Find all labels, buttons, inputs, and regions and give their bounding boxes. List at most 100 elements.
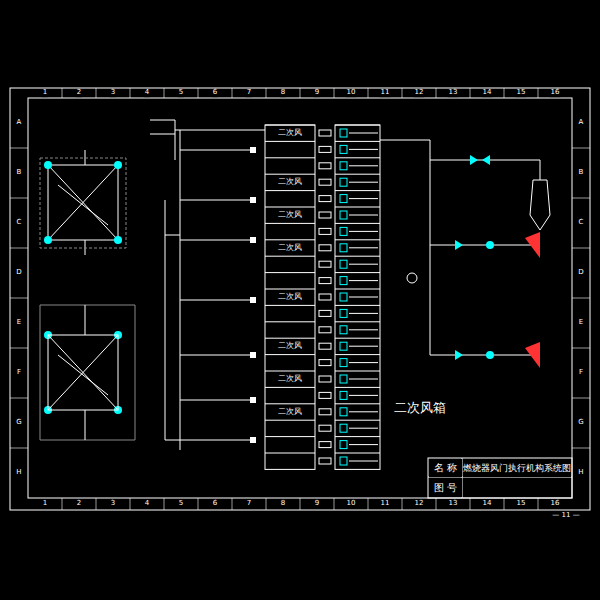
title-text: 燃烧器风门执行机构系统图 bbox=[463, 462, 571, 475]
code-cell bbox=[319, 360, 331, 366]
grid-ref: 7 bbox=[246, 89, 252, 97]
grid-ref: 12 bbox=[414, 89, 425, 97]
table-rule bbox=[335, 453, 380, 454]
grid-ref: 1 bbox=[42, 89, 48, 97]
grid-ref: 7 bbox=[246, 500, 252, 508]
grid-ref: F bbox=[578, 369, 584, 377]
signal-line bbox=[349, 395, 378, 396]
grid-ref: E bbox=[16, 319, 22, 327]
actuator-symbol bbox=[340, 260, 347, 268]
signal-line bbox=[349, 362, 378, 363]
signal-line bbox=[349, 379, 378, 380]
grid-ref: 14 bbox=[482, 89, 493, 97]
code-cell bbox=[319, 442, 331, 448]
actuator-symbol bbox=[340, 227, 347, 235]
table-rule bbox=[335, 207, 380, 208]
actuator-symbol bbox=[44, 161, 122, 414]
grid-ref: 6 bbox=[212, 500, 218, 508]
grid-tick bbox=[198, 498, 199, 510]
grid-ref: 13 bbox=[448, 89, 459, 97]
signal-line bbox=[349, 165, 378, 166]
signal-line bbox=[349, 198, 378, 199]
grid-ref: 8 bbox=[280, 500, 286, 508]
grid-ref: D bbox=[15, 269, 22, 277]
code-cell bbox=[319, 310, 331, 316]
signal-line bbox=[349, 247, 378, 248]
code-cell bbox=[319, 261, 331, 267]
grid-tick bbox=[572, 248, 590, 249]
damper-name: 二次风 bbox=[277, 244, 303, 253]
grid-ref: 10 bbox=[346, 89, 357, 97]
grid-ref: H bbox=[15, 469, 22, 477]
table-rule bbox=[265, 436, 315, 437]
grid-ref: 10 bbox=[346, 500, 357, 508]
table-rule bbox=[335, 239, 380, 240]
branch-pipe bbox=[180, 440, 250, 441]
grid-tick bbox=[266, 498, 267, 510]
actuator-symbol bbox=[340, 391, 347, 399]
signal-line bbox=[349, 411, 378, 412]
table-rule bbox=[265, 256, 315, 257]
grid-ref: 5 bbox=[178, 89, 184, 97]
grid-tick bbox=[572, 148, 590, 149]
damper-table bbox=[265, 125, 315, 469]
actuator-symbol bbox=[340, 162, 347, 170]
table-rule bbox=[335, 141, 380, 142]
grid-ref: 9 bbox=[314, 500, 320, 508]
grid-tick bbox=[334, 88, 335, 98]
table-rule bbox=[335, 321, 380, 322]
grid-tick bbox=[96, 498, 97, 510]
table-rule bbox=[265, 272, 315, 273]
table-rule bbox=[335, 338, 380, 339]
title-cell: 图 号 bbox=[429, 478, 462, 497]
code-cell bbox=[319, 245, 331, 251]
branch-pipe bbox=[180, 150, 250, 151]
table-rule bbox=[265, 338, 315, 339]
grid-ref: 2 bbox=[76, 500, 82, 508]
damper-linkage bbox=[40, 305, 135, 440]
grid-ref: H bbox=[577, 469, 584, 477]
grid-tick bbox=[10, 298, 28, 299]
grid-tick bbox=[402, 498, 403, 510]
grid-ref: 5 bbox=[178, 500, 184, 508]
grid-ref: 4 bbox=[144, 89, 150, 97]
signal-line bbox=[349, 428, 378, 429]
code-cell bbox=[319, 392, 331, 398]
signal-line bbox=[349, 264, 378, 265]
table-rule bbox=[335, 420, 380, 421]
grid-ref: E bbox=[578, 319, 584, 327]
title-cell: 燃烧器风门执行机构系统图 bbox=[463, 459, 571, 477]
grid-tick bbox=[504, 88, 505, 98]
actuator-symbol bbox=[340, 293, 347, 301]
code-cell bbox=[319, 327, 331, 333]
grid-tick bbox=[504, 498, 505, 510]
grid-tick bbox=[10, 448, 28, 449]
table-rule bbox=[335, 157, 380, 158]
damper-name: 二次风 bbox=[277, 408, 303, 417]
damper-name: 二次风 bbox=[277, 211, 303, 220]
grid-ref: D bbox=[577, 269, 584, 277]
actuator-symbol bbox=[340, 244, 347, 252]
grid-ref: 11 bbox=[380, 89, 391, 97]
table-rule bbox=[265, 354, 315, 355]
fan-symbol bbox=[525, 232, 540, 368]
grid-tick bbox=[164, 498, 165, 510]
damper-name: 二次风 bbox=[277, 178, 303, 187]
code-cell bbox=[319, 425, 331, 431]
grid-ref: G bbox=[577, 419, 584, 427]
grid-tick bbox=[62, 88, 63, 98]
grid-ref: A bbox=[16, 119, 23, 127]
grid-tick bbox=[368, 88, 369, 98]
grid-tick bbox=[10, 248, 28, 249]
damper-linkage bbox=[40, 150, 126, 255]
callout-text: 二次风箱 bbox=[393, 401, 447, 415]
table-rule bbox=[265, 223, 315, 224]
title-cell: 名 称 bbox=[429, 459, 462, 477]
table-rule bbox=[265, 190, 315, 191]
actuator-symbol bbox=[340, 211, 347, 219]
grid-tick bbox=[130, 88, 131, 98]
table-rule bbox=[265, 289, 315, 290]
grid-ref: 2 bbox=[76, 89, 82, 97]
table-rule bbox=[335, 125, 380, 126]
